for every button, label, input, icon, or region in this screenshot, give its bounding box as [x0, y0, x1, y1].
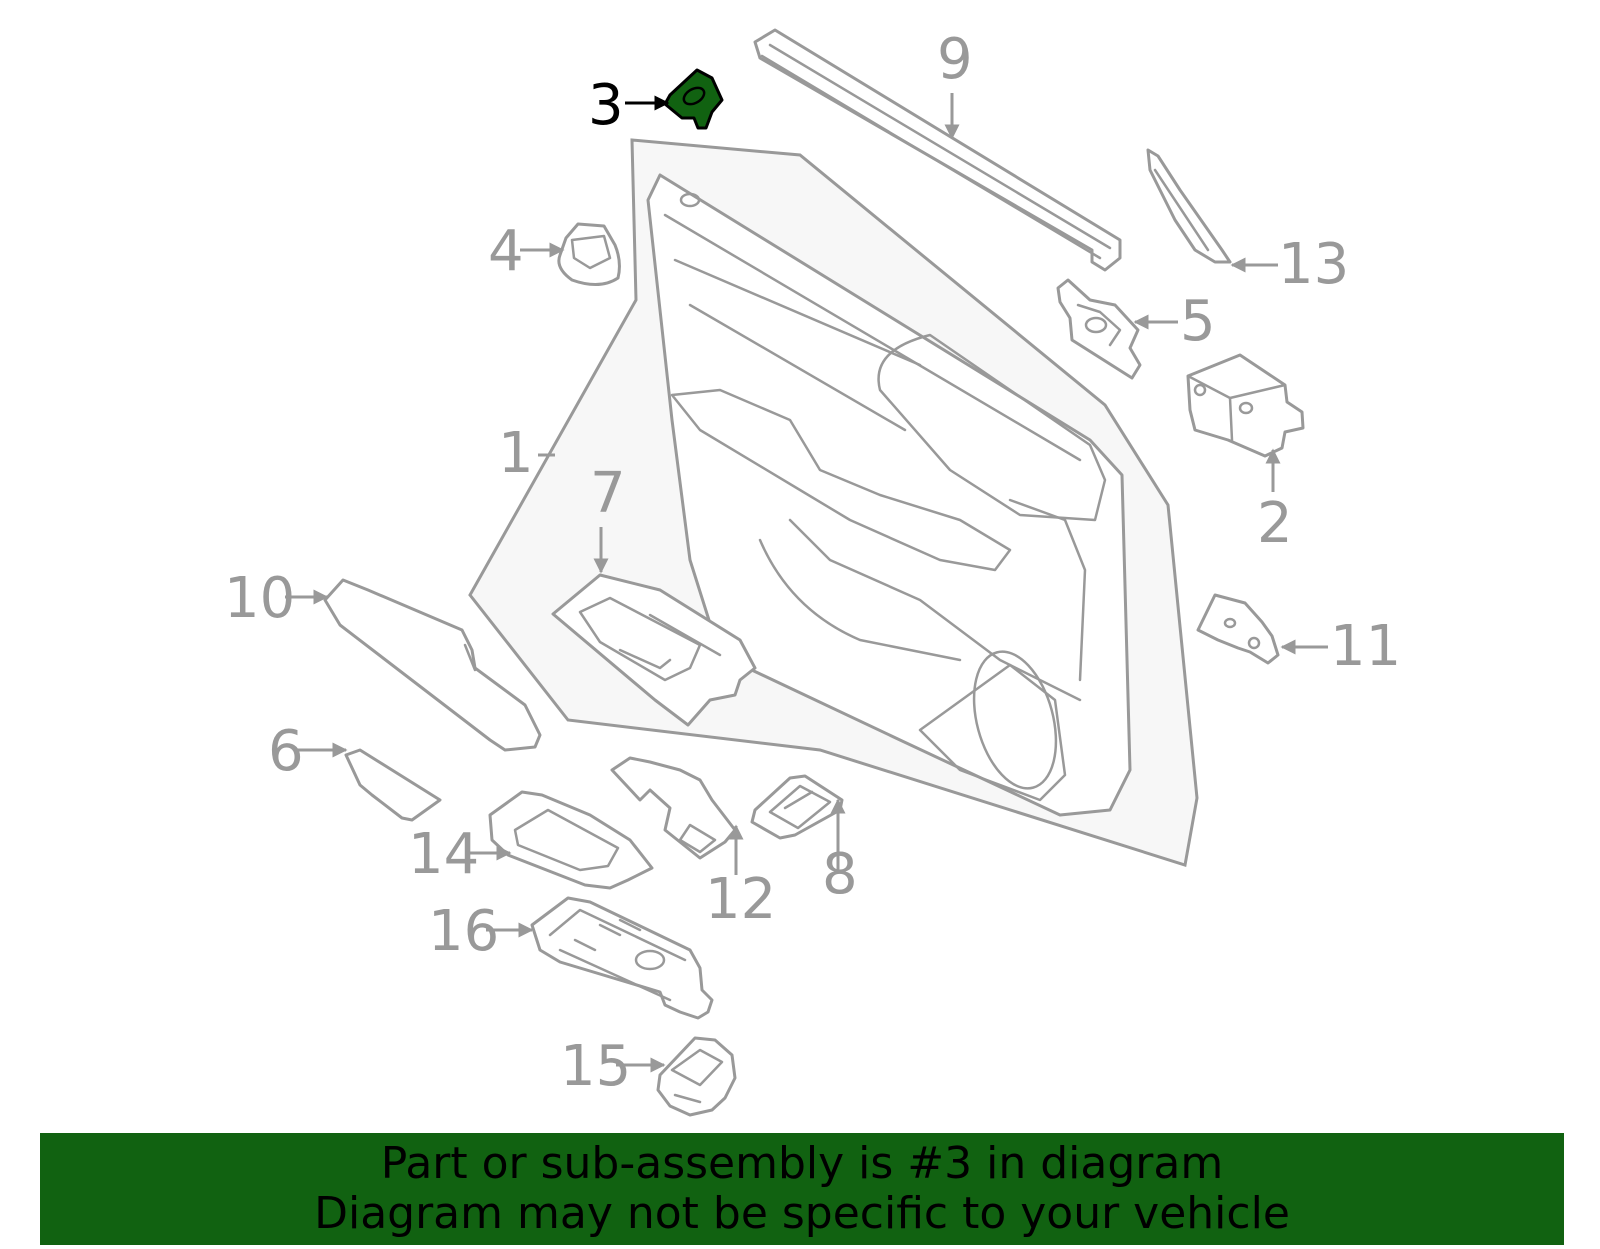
info-banner: Part or sub-assembly is #3 in diagram Di…	[40, 1133, 1564, 1245]
callout-9: 9	[937, 27, 973, 92]
callout-13: 13	[1278, 232, 1349, 297]
callout-12: 12	[705, 867, 776, 932]
callout-2: 2	[1257, 491, 1293, 556]
callout-7: 7	[590, 461, 626, 526]
part-16-switch-assembly	[530, 896, 714, 1020]
part-9-belt-molding	[753, 28, 1122, 272]
part-10-armrest	[323, 578, 542, 752]
part-14-switch-bezel	[488, 790, 654, 890]
part-11-bracket	[1196, 593, 1280, 665]
callout-6: 6	[268, 719, 304, 784]
part-15-small-switch	[656, 1036, 737, 1117]
part-13-trim-strip	[1146, 148, 1232, 264]
part-4-grommet	[557, 222, 621, 286]
part-2-module-box	[1186, 353, 1305, 458]
callout-15: 15	[560, 1034, 631, 1099]
callout-11: 11	[1330, 614, 1401, 679]
parts-diagram: 9 3 4 13 5 1 7 2 10 11 6 14 8 12 16 15	[224, 27, 1401, 1117]
callout-5: 5	[1180, 289, 1216, 354]
part-3-highlighted-clip	[663, 68, 724, 130]
callout-3: 3	[588, 73, 624, 138]
callout-labels: 9 3 4 13 5 1 7 2 10 11 6 14 8 12 16 15	[224, 27, 1401, 1099]
part-6-small-trim	[344, 748, 442, 822]
part-7-switch-panel	[551, 573, 757, 727]
banner-line-1: Part or sub-assembly is #3 in diagram	[380, 1138, 1224, 1189]
part-5-handle-bracket	[1056, 278, 1142, 380]
leader-lines	[285, 93, 1328, 1073]
callout-16: 16	[428, 899, 499, 964]
callout-4: 4	[488, 219, 524, 284]
callout-14: 14	[408, 822, 479, 887]
callout-1: 1	[498, 421, 534, 486]
part-8-switch	[750, 774, 844, 840]
callout-10: 10	[224, 566, 295, 631]
callout-8: 8	[822, 842, 858, 907]
banner-line-2: Diagram may not be specific to your vehi…	[314, 1188, 1290, 1239]
